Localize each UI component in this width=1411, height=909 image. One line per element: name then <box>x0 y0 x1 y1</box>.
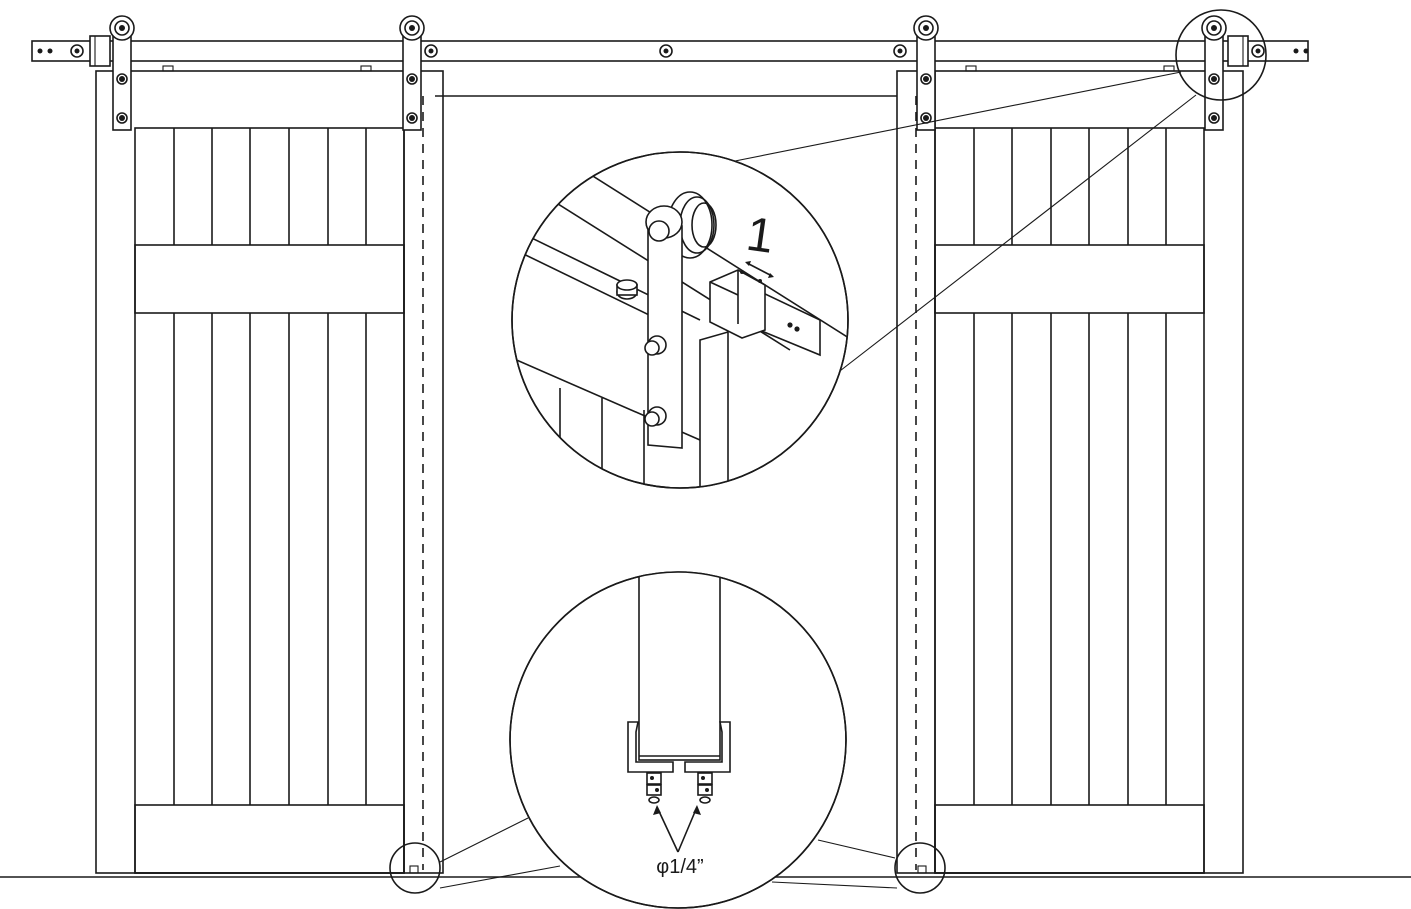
left-barn-door <box>95 65 444 874</box>
barn-door-roller-icon <box>109 15 135 131</box>
roller-stopper-detail: 1 <box>511 151 849 489</box>
leader-lines <box>439 71 1197 889</box>
floor-guide-callout-right <box>894 842 946 894</box>
top-detail-callout <box>1175 9 1267 101</box>
barn-door-roller-icon <box>1201 15 1227 131</box>
floor-guide-bolt-label: φ1/4” <box>656 856 703 878</box>
barn-door-roller-icon <box>399 15 425 131</box>
track-rail <box>31 40 1309 62</box>
barn-door-roller-icon <box>913 15 939 131</box>
right-barn-door <box>896 65 1244 874</box>
track-stopper-icon <box>89 35 1249 67</box>
floor-guide-detail: φ1/4” <box>509 571 847 909</box>
floor-guide-icon <box>627 572 731 853</box>
floor-guide-callout-left <box>389 842 441 894</box>
